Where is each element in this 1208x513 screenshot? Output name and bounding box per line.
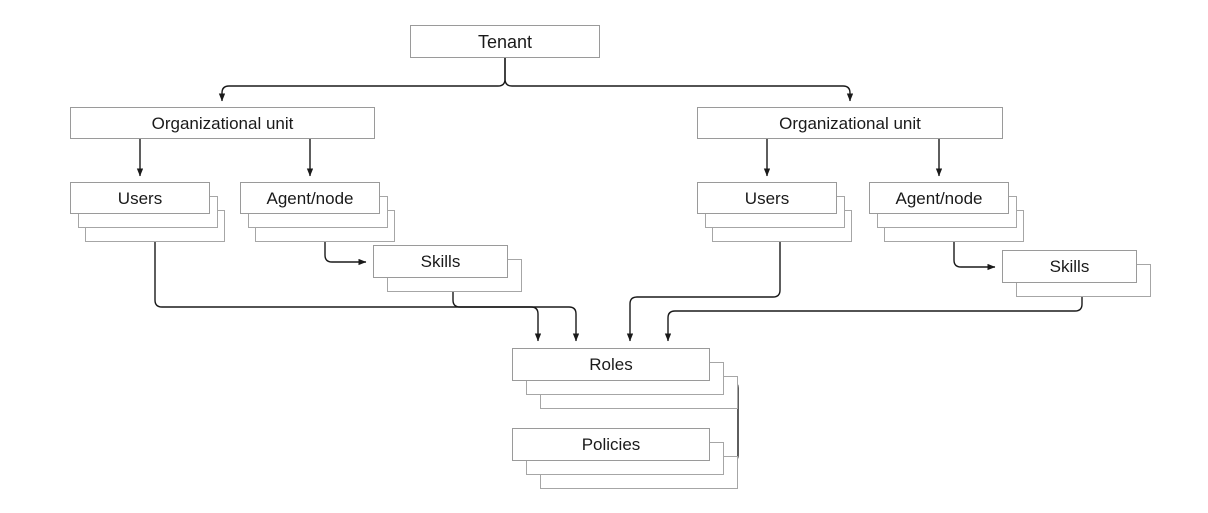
edge-tenant-to-org-unit-left: [218, 58, 506, 102]
node-agent-node-right[interactable]: Agent/node: [869, 182, 1039, 242]
node-org-unit-left-card[interactable]: Organizational unit: [70, 107, 375, 139]
node-roles-label: Roles: [589, 355, 633, 374]
node-org-unit-left[interactable]: Organizational unit: [70, 107, 375, 139]
node-org-unit-right[interactable]: Organizational unit: [697, 107, 1003, 139]
edge-tenant-to-org-unit-right: [504, 58, 854, 102]
node-policies[interactable]: Policies: [512, 428, 742, 490]
node-agent-node-left-card[interactable]: Agent/node: [240, 182, 380, 214]
node-skills-right-label: Skills: [1049, 257, 1090, 276]
node-org-unit-right-label: Organizational unit: [779, 113, 921, 133]
node-skills-left-card[interactable]: Skills: [373, 245, 508, 278]
node-tenant[interactable]: Tenant: [410, 25, 600, 58]
node-agent-node-left[interactable]: Agent/node: [240, 182, 410, 242]
edge-skills-right-to-roles: [664, 297, 1083, 342]
node-org-unit-left-label: Organizational unit: [151, 113, 294, 133]
node-agent-node-right-label: Agent/node: [895, 188, 983, 208]
edge-skills-left-to-roles: [452, 292, 580, 342]
node-users-left-card[interactable]: Users: [70, 182, 210, 214]
node-users-left-label: Users: [117, 188, 163, 208]
node-users-left[interactable]: Users: [70, 182, 240, 242]
node-policies-card[interactable]: Policies: [512, 428, 710, 461]
node-users-right-card[interactable]: Users: [697, 182, 837, 214]
node-users-right-label: Users: [744, 188, 790, 208]
node-org-unit-right-card[interactable]: Organizational unit: [697, 107, 1003, 139]
node-users-right[interactable]: Users: [697, 182, 867, 242]
node-agent-node-left-label: Agent/node: [266, 188, 354, 208]
node-tenant-label: Tenant: [477, 31, 533, 52]
node-tenant-card[interactable]: Tenant: [410, 25, 600, 58]
node-policies-label: Policies: [581, 435, 641, 454]
node-skills-left[interactable]: Skills: [373, 245, 533, 295]
node-roles[interactable]: Roles: [512, 348, 742, 410]
node-skills-left-label: Skills: [420, 252, 461, 271]
node-agent-node-right-card[interactable]: Agent/node: [869, 182, 1009, 214]
node-skills-right[interactable]: Skills: [1002, 250, 1162, 300]
node-roles-card[interactable]: Roles: [512, 348, 710, 381]
node-skills-right-card[interactable]: Skills: [1002, 250, 1137, 283]
edge-users-right-to-roles: [626, 228, 781, 342]
